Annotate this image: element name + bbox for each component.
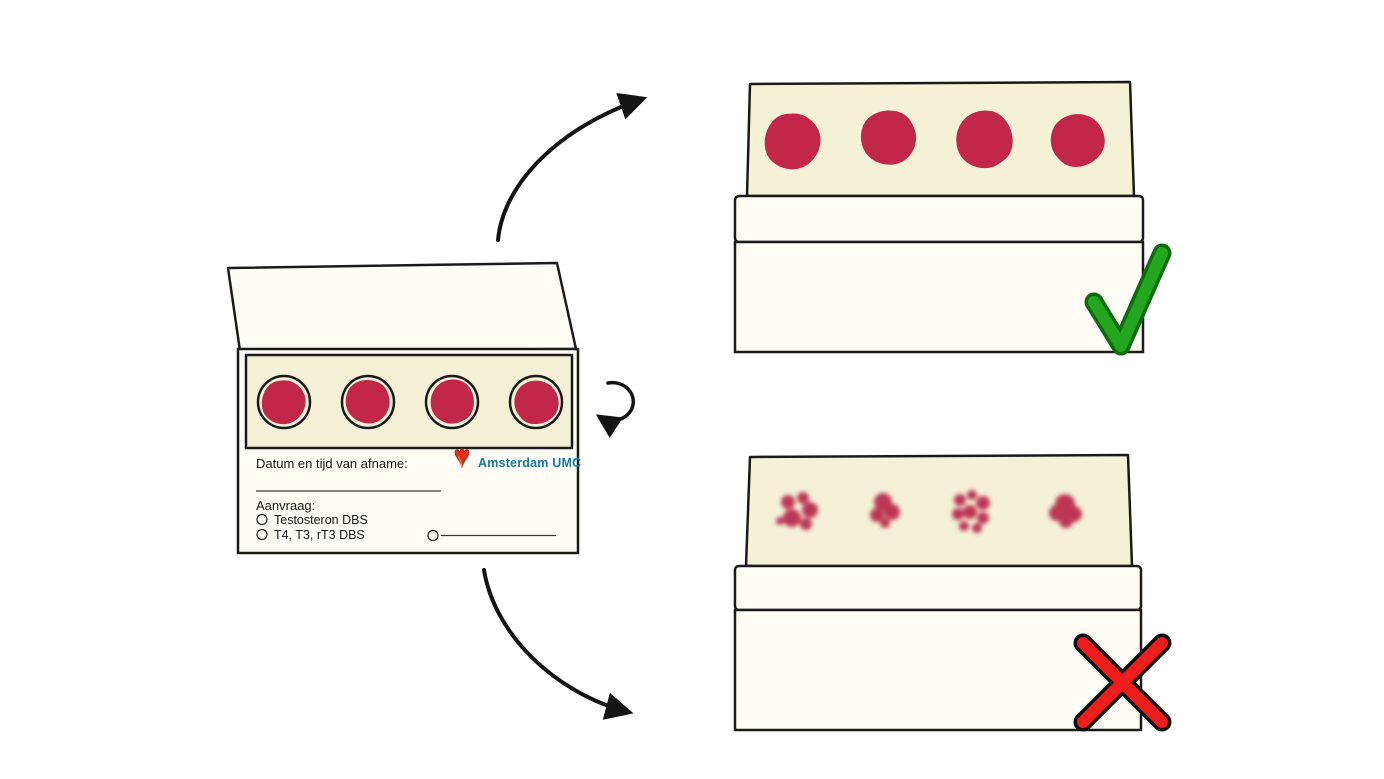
bad-blood-smears [776,490,1082,533]
bad-card [733,453,1172,732]
request-label: Aanvraag: [256,498,315,513]
radio-circle-testosteron [256,513,268,526]
good-card [733,80,1172,356]
spot-ring [256,374,312,430]
brand-name: Amsterdam UMC [478,456,581,470]
blood-smear-cluster [1049,494,1082,528]
bad-card-bottom-band [733,608,1143,732]
bad-card-middle-band [733,564,1143,612]
curved-arrow-up-icon [496,92,648,242]
rotate-arrow-icon [595,380,636,438]
option-t4-t3-rt3: T4, T3, rT3 DBS [274,528,365,542]
curved-arrow-down-icon [482,568,634,720]
blood-smear-cluster [776,492,818,530]
spot-ring [340,374,396,430]
spot-ring [508,374,564,430]
blood-spot-rings [256,372,567,433]
card-flap [226,261,578,353]
checkmark-icon [1084,243,1172,356]
blood-smear-cluster [870,493,900,528]
radio-circle-t4t3 [256,528,268,541]
radio-circle-other [427,529,439,542]
cross-icon [1073,633,1172,732]
blood-smear-cluster [952,490,990,533]
flow-arrows [482,92,648,720]
collection-card: Datum en tijd van afname: Amsterdam UMC … [226,261,581,555]
tulip-logo-icon [454,448,470,469]
date-time-label: Datum en tijd van afname: [256,456,408,471]
option-testosteron: Testosteron DBS [274,513,368,527]
good-card-middle-band [733,194,1145,244]
spot-ring [424,374,480,430]
good-card-bottom-band [733,240,1145,354]
